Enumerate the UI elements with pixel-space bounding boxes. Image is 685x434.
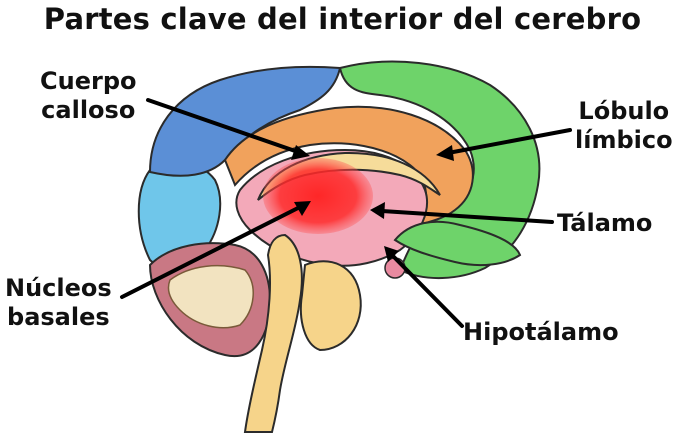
label-lobulo-limbico-line1: Lóbulo — [578, 97, 670, 125]
basal-nuclei-highlight — [263, 158, 373, 234]
label-talamo: Tálamo — [557, 209, 653, 237]
label-cuerpo-calloso-line2: calloso — [41, 96, 136, 124]
label-lobulo-limbico-line2: límbico — [575, 126, 673, 154]
label-nucleos-basales-line1: Núcleos — [5, 274, 112, 302]
label-lobulo-limbico: Lóbulo límbico — [575, 97, 673, 155]
arbor-vitae — [167, 264, 254, 329]
label-cuerpo-calloso: Cuerpo calloso — [40, 67, 136, 125]
label-nucleos-basales-line2: basales — [7, 303, 110, 331]
arrow-hipotalamo — [390, 253, 464, 328]
arrow-cuerpo-calloso — [146, 98, 300, 154]
arrowhead-nucleos-basales — [294, 201, 311, 216]
parietal-lobe-blue — [148, 65, 342, 177]
label-nucleos-basales: Núcleos basales — [5, 274, 112, 332]
brainstem — [243, 233, 303, 433]
arrow-talamo — [380, 209, 554, 224]
hippocampus-tail — [393, 220, 522, 267]
arrowhead-talamo — [370, 202, 385, 219]
arrowhead-lobulo-limbico — [436, 145, 454, 161]
diagram-title: Partes clave del interior del cerebro — [43, 2, 642, 36]
label-hipotalamo: Hipotálamo — [463, 318, 619, 346]
arrow-nucleos-basales — [120, 205, 302, 299]
arrow-lobulo-limbico — [446, 128, 572, 155]
pons — [299, 260, 362, 352]
frontal-lobe-green — [338, 60, 541, 279]
arrowhead-hipotalamo — [384, 246, 399, 262]
arrowhead-cuerpo-calloso — [291, 145, 310, 160]
label-cuerpo-calloso-line1: Cuerpo — [40, 67, 137, 95]
